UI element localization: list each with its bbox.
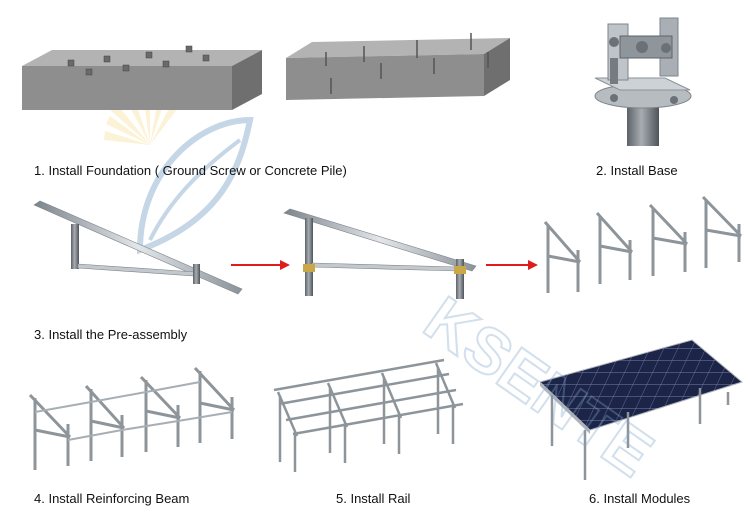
solar-modules-array: [539, 339, 744, 480]
reinforcing-beam-structure: [28, 366, 236, 470]
pre-assembly-on-posts: [283, 208, 477, 299]
step-2-label: 2. Install Base: [596, 163, 678, 178]
red-arrow-2: [486, 260, 538, 270]
sun-rays-watermark: [104, 87, 184, 145]
step-3-label: 3. Install the Pre-assembly: [34, 327, 188, 342]
four-pre-assembled-frames: [543, 195, 743, 293]
rail-structure: [273, 358, 464, 472]
step-6-label: 6. Install Modules: [589, 491, 691, 506]
leaf-watermark: [136, 116, 254, 255]
pre-assembly-frame: [33, 200, 243, 295]
step-1-label: 1. Install Foundation ( Ground Screw or …: [34, 163, 347, 178]
concrete-pile-foundation-2: [286, 33, 510, 100]
concrete-foundation-1: [22, 45, 262, 110]
watermark-logo: [104, 87, 254, 255]
red-arrow-1: [231, 260, 290, 270]
base-bracket: [594, 17, 692, 146]
step-5-label: 5. Install Rail: [336, 491, 411, 506]
step-4-label: 4. Install Reinforcing Beam: [34, 491, 190, 506]
